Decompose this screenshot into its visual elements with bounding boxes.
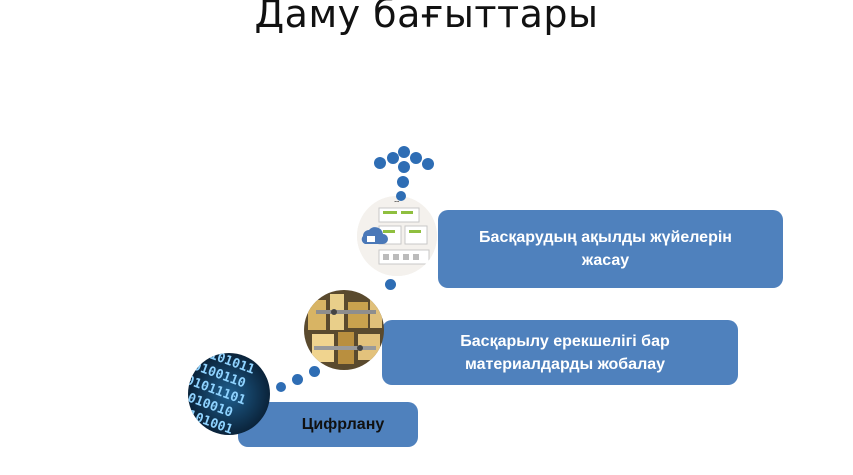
connector-dot xyxy=(398,161,410,173)
metal-components-image xyxy=(304,290,384,370)
connector-dot xyxy=(397,176,409,188)
connector-dot xyxy=(398,146,410,158)
binary-code-image: 01101011 10100110 01011101 11010010 0110… xyxy=(188,353,270,435)
step-box-smart-systems: Басқарудың ақылды жүйелерін жасау xyxy=(438,210,783,288)
smart-system-diagram-image: ⌔ xyxy=(357,196,437,276)
step-box-materials: Басқарылу ерекшелігі бар материалдарды ж… xyxy=(382,320,738,385)
step-label-materials: Басқарылу ерекшелігі бар материалдарды ж… xyxy=(460,332,670,373)
step-label-digitalization: Цифрлану xyxy=(301,416,385,433)
connector-dot xyxy=(396,191,406,201)
step-box-digitalization: Цифрлану xyxy=(238,402,418,447)
connector-dot xyxy=(422,158,434,170)
connector-dot xyxy=(292,374,303,385)
step-label-smart-systems: Басқарудың ақылды жүйелерін жасау xyxy=(479,229,732,269)
connector-dot xyxy=(374,157,386,169)
connector-dot xyxy=(387,152,399,164)
slide-title: Даму бағыттары xyxy=(254,0,599,36)
connector-dot xyxy=(410,152,422,164)
connector-dot xyxy=(276,382,286,392)
connector-dot xyxy=(385,279,396,290)
svg-text:⌔: ⌔ xyxy=(393,199,401,208)
connector-dot xyxy=(309,366,320,377)
